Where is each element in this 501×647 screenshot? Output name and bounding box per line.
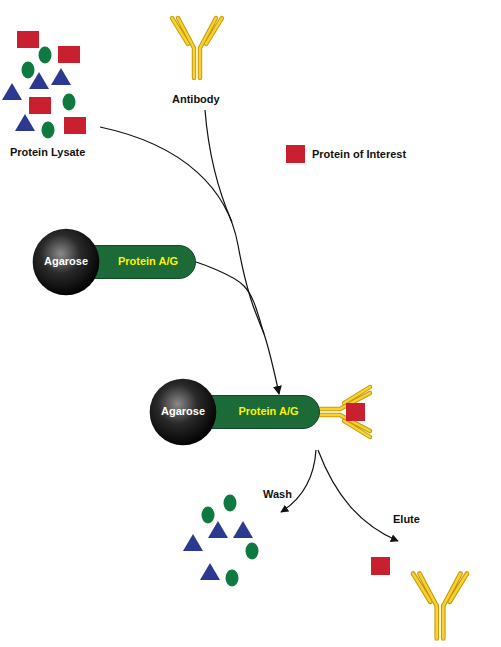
agarose-bead: Agarose <box>149 378 217 446</box>
bead-label: Agarose <box>44 255 88 268</box>
protein-ag-bar: Protein A/G <box>86 245 196 279</box>
antigen <box>346 403 365 421</box>
bead-label: Agarose <box>161 405 205 418</box>
legend-swatch <box>286 145 305 163</box>
caption-label: Protein Lysate <box>10 146 85 159</box>
protein-lysate <box>2 31 86 139</box>
bead-shape <box>150 379 217 446</box>
elute-arrow <box>318 450 398 541</box>
caption-label: Wash <box>263 488 292 501</box>
wash-arrow <box>281 450 316 512</box>
caption-label: Elute <box>393 513 420 526</box>
protein-ag-bar: Protein A/G <box>203 395 320 429</box>
antibody-symbol <box>413 574 467 639</box>
bead-shape <box>33 229 100 296</box>
eluted-protein <box>371 557 390 575</box>
flow-line <box>100 127 264 334</box>
washed-proteins <box>183 495 259 587</box>
legend-label: Protein of Interest <box>312 148 406 161</box>
antibody-symbol <box>172 18 222 78</box>
protein-label: Protein A/G <box>118 255 178 268</box>
agarose-bead: Agarose <box>32 228 100 296</box>
protein-label: Protein A/G <box>238 405 298 418</box>
flow-line <box>205 110 232 222</box>
flow-arrow <box>196 262 279 394</box>
caption-label: Antibody <box>172 93 220 106</box>
